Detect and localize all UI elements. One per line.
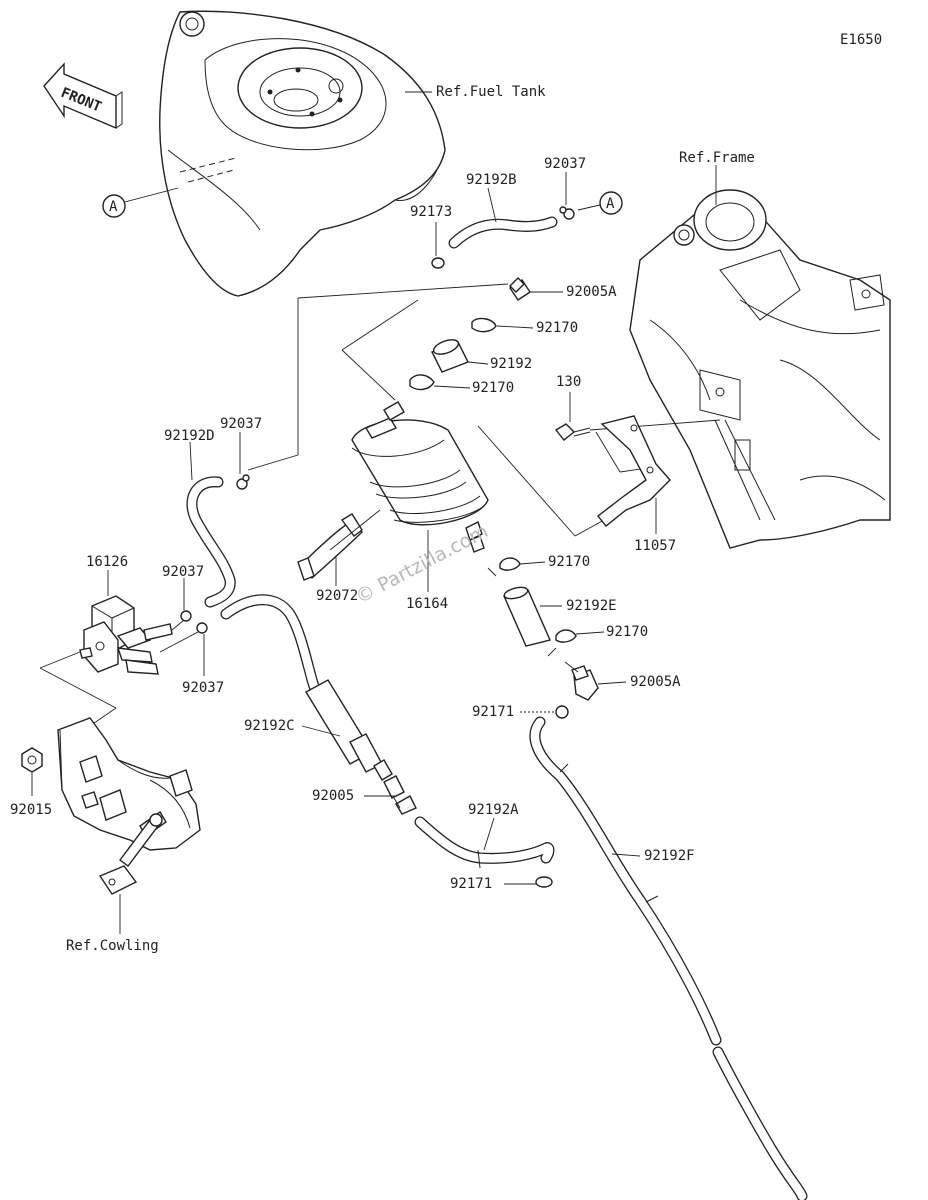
- clip-92170-d: [547, 629, 577, 657]
- clamp-92037-mid: [236, 474, 250, 490]
- front-arrow-icon: FRONT: [43, 62, 123, 130]
- clip-92170-a: [471, 317, 497, 333]
- label-92192b: 92192B: [466, 172, 517, 188]
- label-92037-l2: 92037: [182, 680, 224, 696]
- label-92192d: 92192D: [164, 428, 215, 444]
- washer-92171-a: [555, 705, 569, 719]
- label-92015: 92015: [10, 802, 52, 818]
- label-92192f: 92192F: [644, 848, 695, 864]
- washer-92173: [431, 257, 445, 269]
- label-92170-a: 92170: [536, 320, 578, 336]
- clamp-92037-l2: [196, 622, 208, 634]
- hose-92192f: [529, 716, 808, 1200]
- fuel-tank: [159, 10, 446, 297]
- tube-92192: [431, 339, 469, 373]
- label-92170-c: 92170: [548, 554, 590, 570]
- label-92170-d: 92170: [606, 624, 648, 640]
- label-92173: 92173: [410, 204, 452, 220]
- valve-16126: [79, 595, 173, 675]
- label-92192a: 92192A: [468, 802, 519, 818]
- bolt-130: [554, 423, 591, 441]
- ref-frame-label: Ref.Frame: [679, 150, 755, 166]
- hose-92192b: [448, 216, 558, 249]
- label-92037-top: 92037: [544, 156, 586, 172]
- label-92037-l1: 92037: [162, 564, 204, 580]
- bracket-11057: [597, 415, 671, 527]
- diagram-code: E1650: [840, 32, 882, 48]
- ref-fuel-tank-label: Ref.Fuel Tank: [436, 84, 546, 100]
- strap-92072: [297, 513, 364, 581]
- fitting-92005a-low: [571, 665, 599, 701]
- callout-a-right-text: A: [606, 196, 615, 212]
- frame: [629, 189, 891, 549]
- clamp-92037-top: [559, 206, 575, 220]
- canister-16164: [351, 401, 489, 553]
- label-92072: 92072: [316, 588, 358, 604]
- cowling-bracket: [57, 717, 201, 895]
- label-92192: 92192: [490, 356, 532, 372]
- label-92192c: 92192C: [244, 718, 295, 734]
- clip-92170-b: [409, 374, 435, 391]
- label-11057: 11057: [634, 538, 676, 554]
- clip-92170-c: [487, 557, 521, 577]
- callout-a-left: A: [102, 187, 179, 218]
- label-92170-b: 92170: [472, 380, 514, 396]
- label-92171-b: 92171: [450, 876, 492, 892]
- washer-92171-b: [535, 876, 553, 888]
- label-92037-mid: 92037: [220, 416, 262, 432]
- fitting-92005: [383, 775, 417, 815]
- label-16164: 16164: [406, 596, 448, 612]
- label-92192e: 92192E: [566, 598, 617, 614]
- label-92171-a: 92171: [472, 704, 514, 720]
- fitting-92005a-top: [509, 277, 531, 301]
- tube-92192e: [503, 586, 551, 647]
- ref-cowling-label: Ref.Cowling: [66, 938, 159, 954]
- callout-a-left-text: A: [109, 199, 118, 215]
- label-16126: 16126: [86, 554, 128, 570]
- hose-92192a: [414, 816, 555, 869]
- callout-a-right: A: [577, 191, 623, 215]
- label-92005a-top: 92005A: [566, 284, 617, 300]
- label-92005a-low: 92005A: [630, 674, 681, 690]
- hose-92192d: [186, 476, 236, 608]
- label-130: 130: [556, 374, 581, 390]
- hose-92192c: [220, 594, 393, 781]
- clamp-92037-l1: [180, 610, 192, 622]
- nut-92015: [21, 747, 43, 773]
- label-92005: 92005: [312, 788, 354, 804]
